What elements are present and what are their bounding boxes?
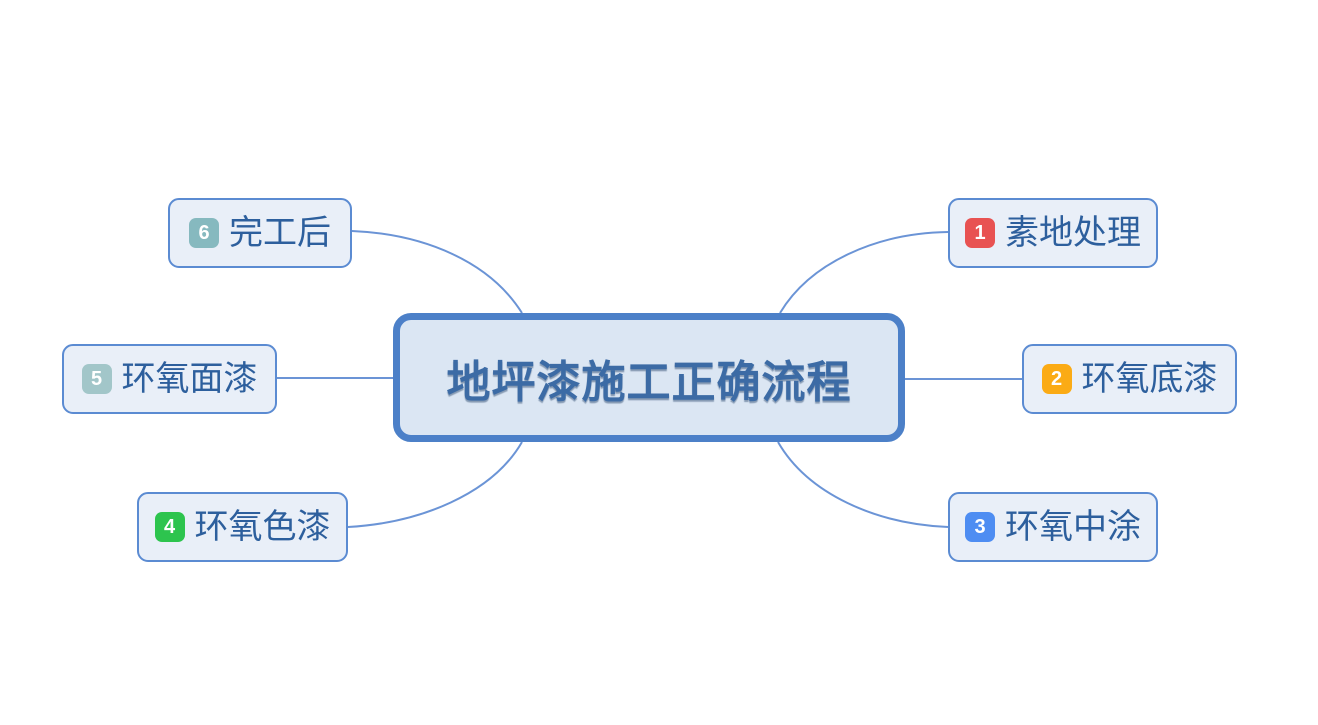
branch-node-1[interactable]: 1 素地处理 [948,198,1158,268]
branch-node-4[interactable]: 4 环氧色漆 [137,492,348,562]
step-number-badge-1: 1 [965,218,995,248]
branch-node-label: 环氧底漆 [1081,360,1218,398]
branch-node-label: 环氧中涂 [1005,508,1141,546]
branch-node-6[interactable]: 6 完工后 [168,198,352,268]
step-number-badge-5: 5 [81,364,112,394]
branch-node-2[interactable]: 2 环氧底漆 [1022,344,1237,414]
branch-node-label: 素地处理 [1005,214,1141,252]
connector-center-to-node-4 [347,441,523,528]
step-number-badge-6: 6 [189,218,219,248]
connector-center-to-node-1 [779,231,949,314]
connector-center-to-node-3 [777,441,949,528]
branch-node-label: 环氧色漆 [194,508,331,546]
center-topic-title: 地坪漆施工正确流程 [446,357,852,407]
branch-node-label: 环氧面漆 [121,360,258,398]
connector-center-to-node-6 [351,230,523,314]
step-number-badge-4: 4 [154,512,185,542]
branch-node-label: 完工后 [229,214,331,252]
branch-node-3[interactable]: 3 环氧中涂 [948,492,1158,562]
branch-node-5[interactable]: 5 环氧面漆 [62,344,277,414]
center-topic-node[interactable]: 地坪漆施工正确流程 [393,313,905,442]
step-number-badge-3: 3 [965,512,995,542]
step-number-badge-2: 2 [1041,364,1072,394]
